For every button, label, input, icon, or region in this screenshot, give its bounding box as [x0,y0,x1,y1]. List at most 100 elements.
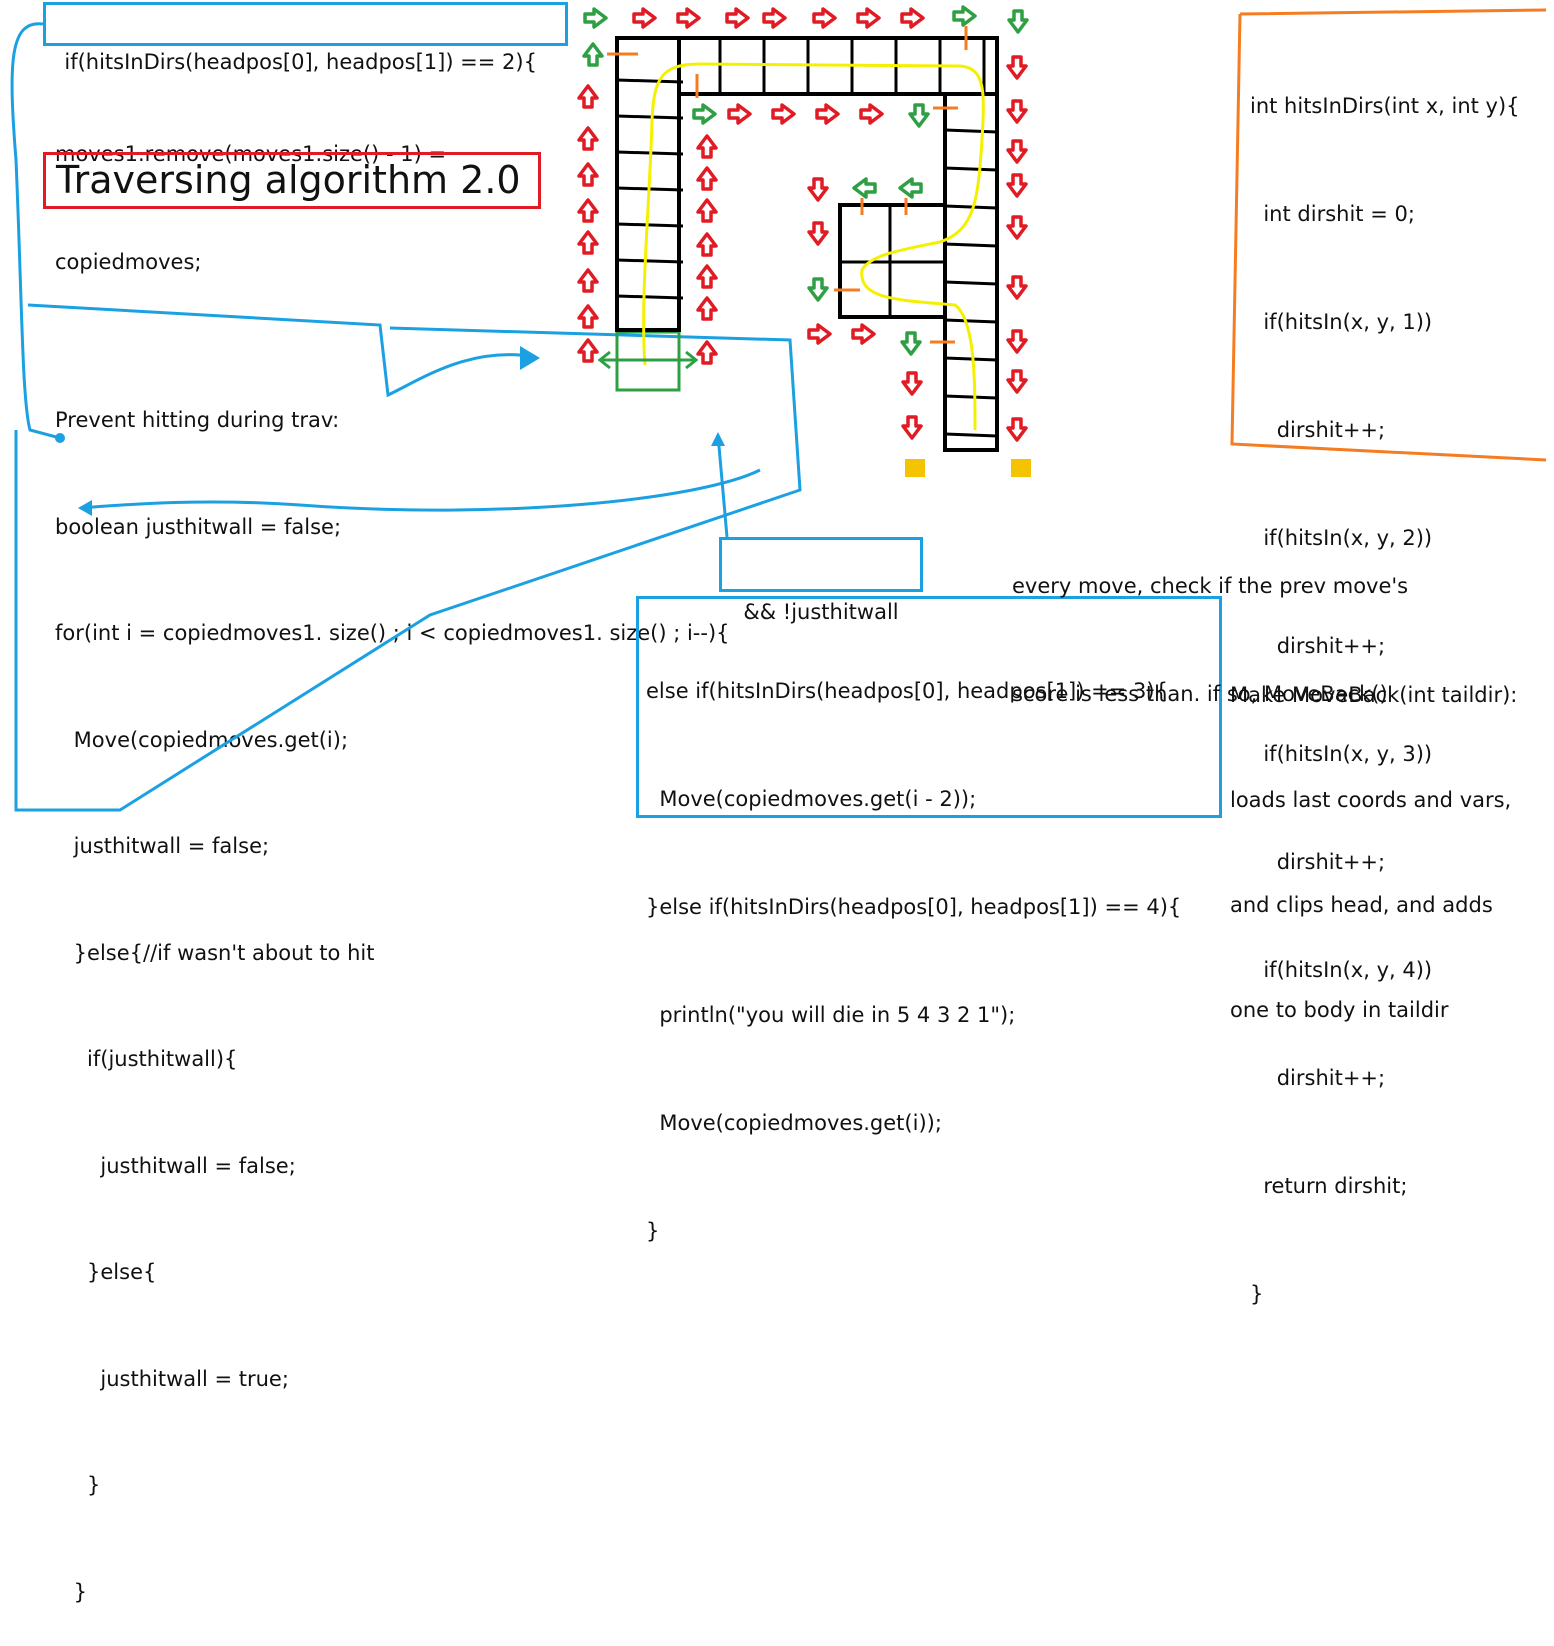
prevent-line-9: }else{ [67,1260,157,1284]
moveback-note-line-4: one to body in taildir [1230,998,1449,1022]
elseif-line-1: else if(hitsInDirs(headpos[0], headpos[1… [646,679,1168,703]
direction-arrow-icon [762,7,787,29]
page-title-text: Traversing algorithm 2.0 [56,158,521,202]
moveback-note-line-2: loads last coords and vars, [1230,788,1512,812]
direction-arrow-icon [807,177,829,202]
justhitwall-tag-text: && !justhitwall [743,600,899,624]
direction-arrow-icon [696,296,718,321]
prevent-line-6: }else{//if wasn't about to hit [67,940,375,965]
direction-arrow-icon [577,126,599,151]
hitsindirs-line-11: return dirshit; [1250,1174,1408,1198]
direction-arrow-icon [900,7,925,29]
maze-cell-line [944,432,998,438]
hitsindirs-line-12: } [1250,1282,1264,1306]
header-condition-text: if(hitsInDirs(headpos[0], headpos[1]) ==… [64,50,537,74]
direction-arrow-icon [852,177,877,199]
direction-arrow-icon [577,338,599,363]
direction-arrow-icon [577,230,599,255]
prevent-line-4: Move(copiedmoves.get(i); [67,727,349,752]
maze-cell-line [944,242,998,248]
direction-arrow-icon [583,7,608,29]
direction-arrow-icon [1006,329,1028,354]
diagram-canvas [10,5,1547,812]
score-note-line-2: score is less than. if so, MoveBack() [1012,682,1388,706]
maze-cell-line [616,258,684,264]
direction-arrow-icon [632,7,657,29]
direction-arrow-icon [577,268,599,293]
maze-cell-line [944,356,998,362]
direction-arrow-icon [727,103,752,125]
maze-cell-line [944,204,998,210]
blue-flow-lines [10,22,802,812]
maze-cell-line [616,294,684,300]
direction-arrow-icon [1006,417,1028,442]
maze-cell-line [944,394,998,400]
direction-arrow-icon [901,415,923,440]
moveback-note-line-3: and clips head, and adds [1230,893,1493,917]
direction-arrow-icon [807,323,832,345]
elseif-line-5: Move(copiedmoves.get(i)); [646,1111,942,1135]
direction-arrow-icon [851,323,876,345]
direction-arrow-icon [807,221,829,246]
yellow-path [642,62,985,431]
direction-arrow-icon [815,103,840,125]
direction-arrow-icon [725,7,750,29]
score-note-line-1: every move, check if the prev move's [1012,574,1409,598]
hitsindirs-line-4: dirshit++; [1250,418,1386,442]
prevent-line-2: boolean justhitwall = false; [55,514,342,539]
direction-arrow-icon [952,5,977,27]
direction-arrow-icon [812,7,837,29]
direction-arrow-icon [692,103,717,125]
maze-cell-line [944,128,998,134]
remove-code-line-2: copiedmoves; [55,250,202,274]
direction-arrow-icon [577,162,599,187]
maze-cell-line [944,318,998,324]
direction-arrow-icon [696,166,718,191]
direction-arrow-icon [900,331,922,356]
direction-arrow-icon [1006,369,1028,394]
hitsindirs-line-6: dirshit++; [1250,634,1386,658]
direction-arrow-icon [1007,9,1029,34]
direction-arrow-icon [577,84,599,109]
prevent-line-7: if(justhitwall){ [67,1047,238,1071]
direction-arrow-icon [577,304,599,329]
direction-arrow-icon [908,103,930,128]
page-title: Traversing algorithm 2.0 [43,152,541,209]
direction-arrow-icon [696,264,718,289]
direction-arrow-icon [1006,215,1028,240]
justhitwall-tag-box: && !justhitwall [719,537,923,624]
direction-arrow-icon [901,371,923,396]
blue-dot [55,433,65,443]
maze-cell-line [616,114,684,120]
hitsindirs-line-1: int hitsInDirs(int x, int y){ [1250,94,1520,118]
prevent-line-8: justhitwall = false; [67,1153,296,1178]
hitsindirs-line-10: dirshit++; [1250,1066,1386,1090]
blue-arrow-head-2 [78,500,92,516]
prevent-line-11: } [67,1473,101,1497]
direction-arrow-icon [696,340,718,365]
direction-arrow-icon [696,198,718,223]
score-note: every move, check if the prev move's sco… [1012,496,1408,748]
direction-arrow-icon [856,7,881,29]
direction-arrow-icon [1006,55,1028,80]
prevent-line-10: justhitwall = true; [67,1366,289,1391]
hitsindirs-line-7: if(hitsIn(x, y, 3)) [1250,742,1433,766]
gold-square [1011,459,1031,477]
direction-arrow-icon [807,277,829,302]
gold-square [905,459,925,477]
header-condition-box: if(hitsInDirs(headpos[0], headpos[1]) ==… [43,2,568,74]
direction-arrow-icon [577,198,599,223]
direction-arrow-icon [859,103,884,125]
maze-cell-line [616,222,684,228]
hitsindirs-line-5: if(hitsIn(x, y, 2)) [1250,526,1433,550]
blue-arrow-head [520,346,540,370]
hitsindirs-line-2: int dirshit = 0; [1250,202,1415,226]
direction-arrow-icon [696,134,718,159]
maze-cell-line [616,78,684,84]
direction-arrow-icon [676,7,701,29]
direction-arrow-icon [1006,275,1028,300]
direction-arrow-icon [771,103,796,125]
direction-arrow-icon [1006,173,1028,198]
moveback-note-line-1: Make MoveBack(int taildir): [1230,683,1518,707]
elseif-line-3: }else if(hitsInDirs(headpos[0], headpos[… [646,895,1182,919]
